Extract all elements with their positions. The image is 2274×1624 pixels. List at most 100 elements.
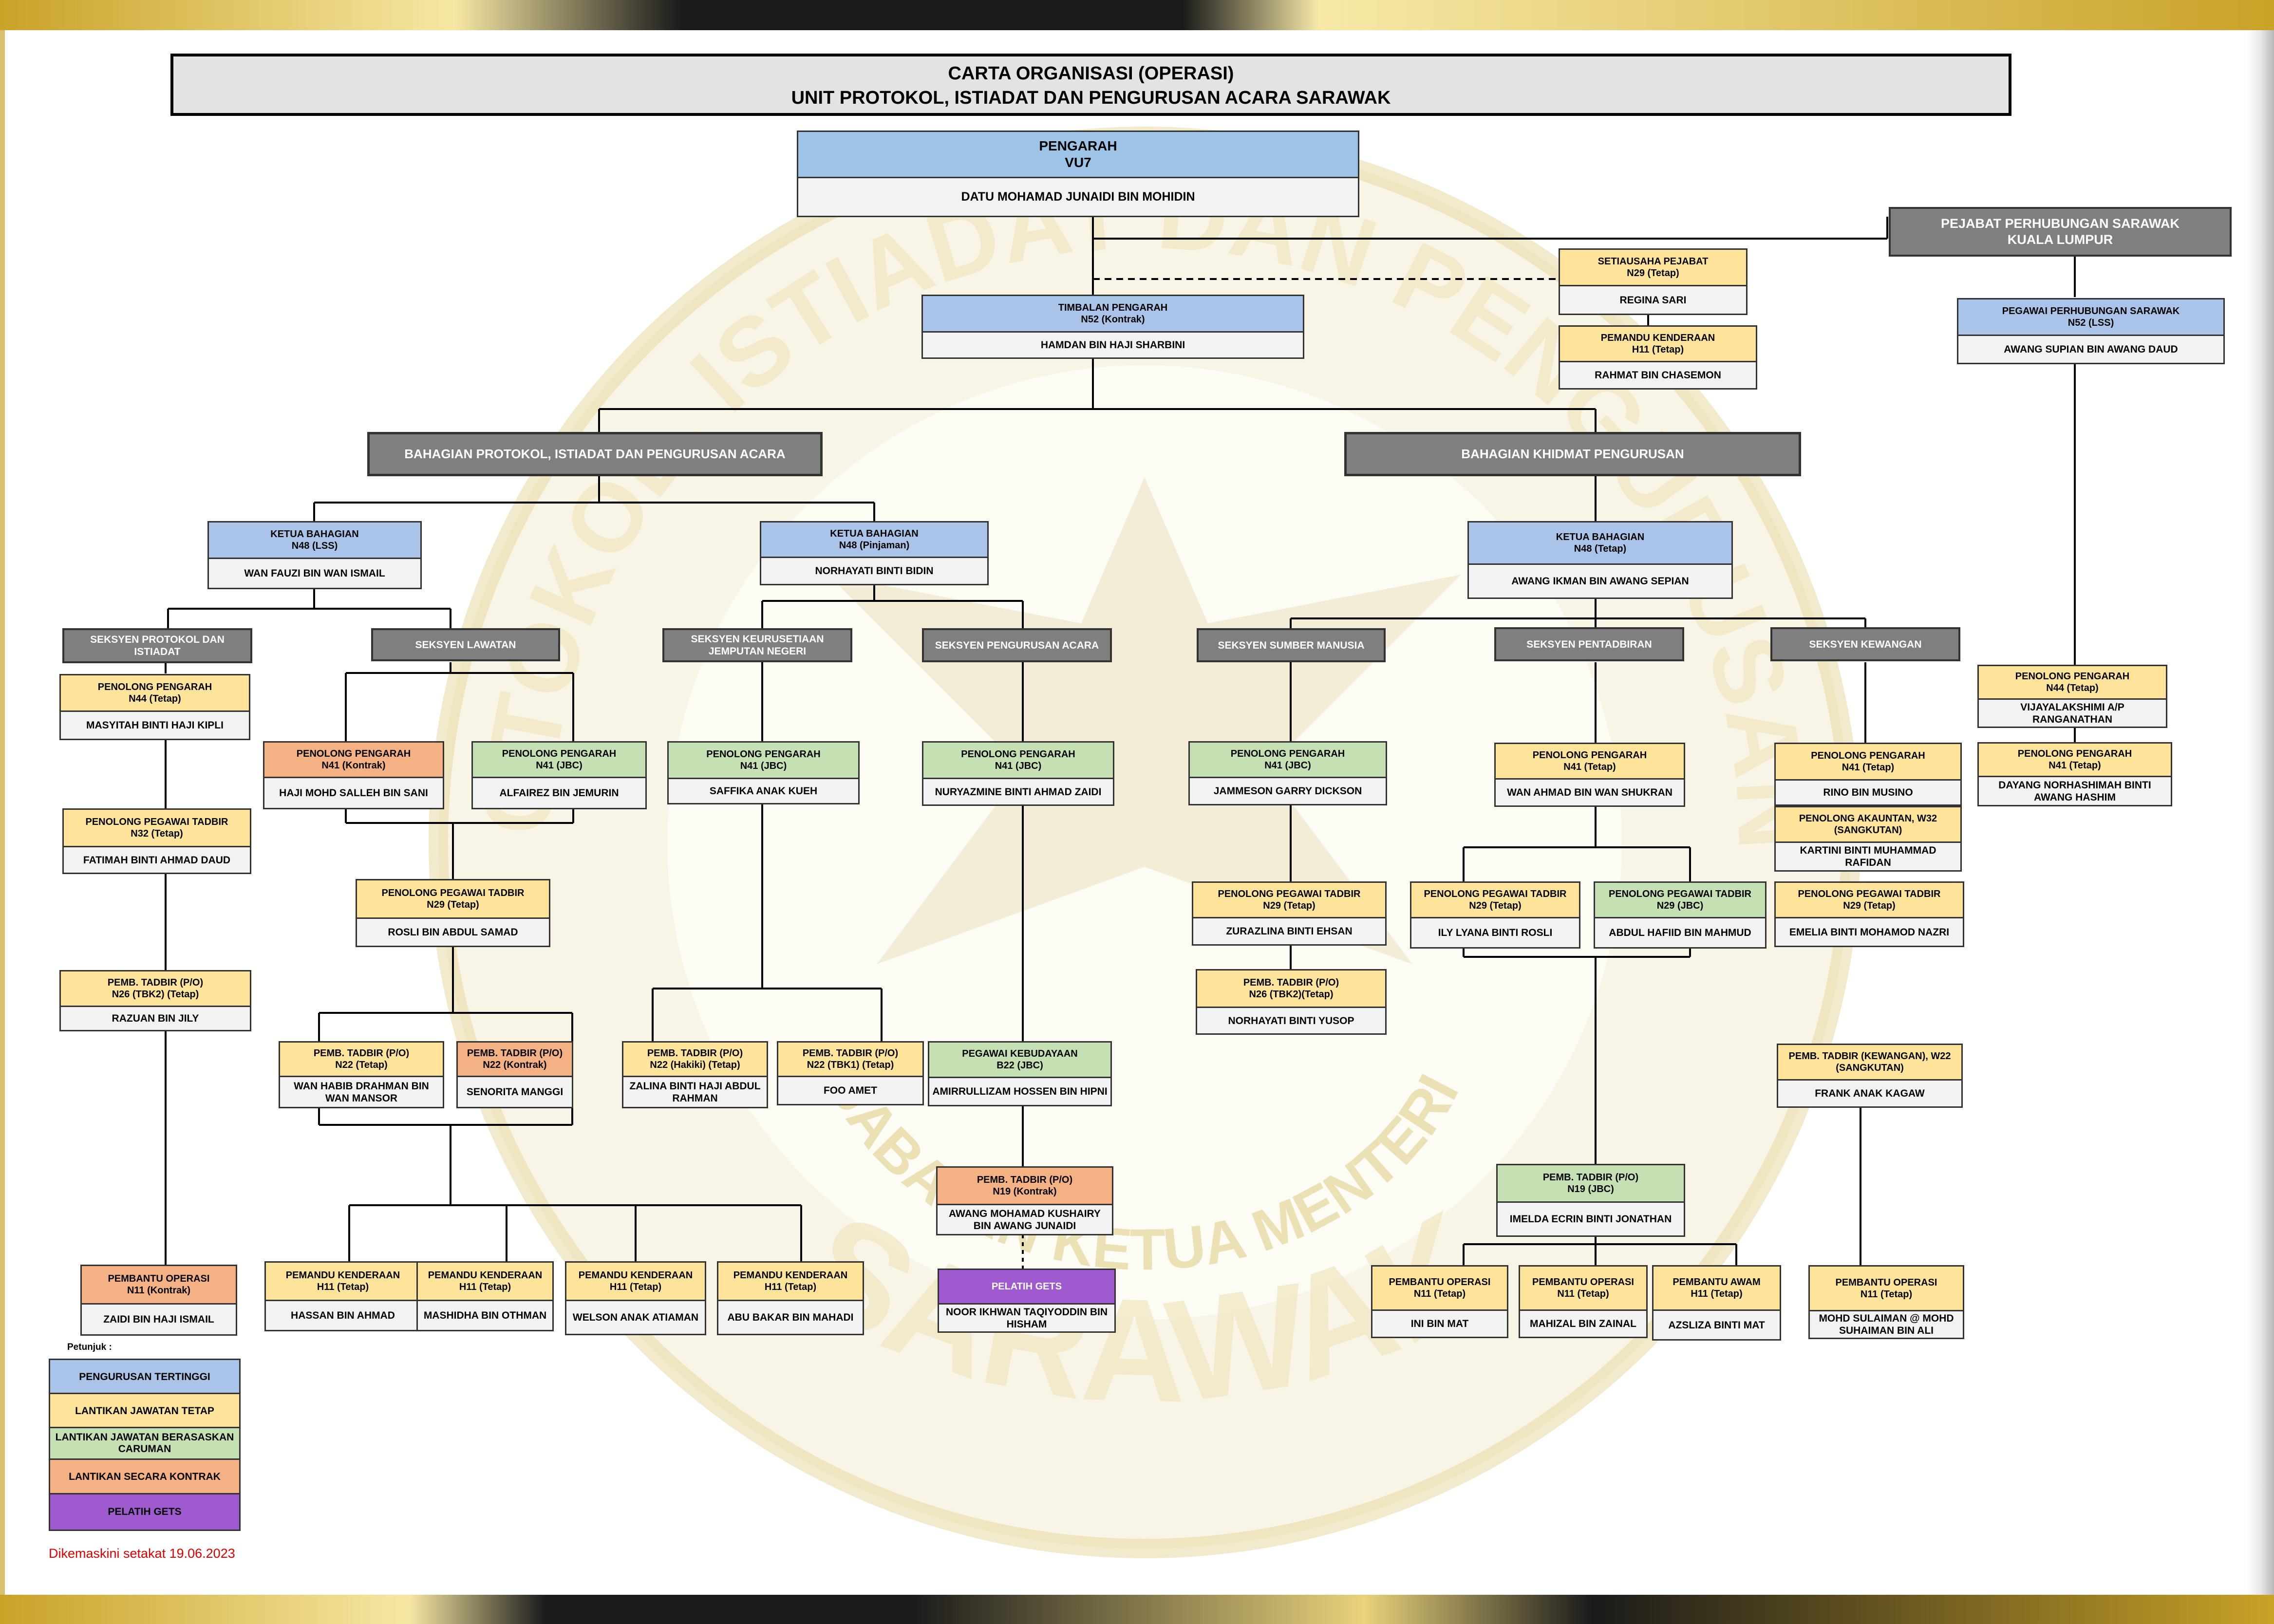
kb3-box: KETUA BAHAGIAN N48 (Tetap) AWANG IKMAN B… [1467, 521, 1733, 599]
staff-title: PENOLONG PEGAWAI TADBIR [381, 888, 525, 898]
pegawai-kl-name: AWANG SUPIAN BIN AWANG DAUD [1958, 336, 2223, 363]
legend-label: Petunjuk : [67, 1342, 112, 1352]
updated-date: Dikemaskini setakat 19.06.2023 [49, 1546, 235, 1561]
staff-name: IMELDA ECRIN BINTI JONATHAN [1498, 1203, 1684, 1235]
staff-title: PEMB. TADBIR (P/O) [802, 1048, 899, 1059]
staff-title: PEMANDU KENDERAAN [578, 1270, 693, 1281]
staff-grade: N22 (Kontrak) [483, 1060, 547, 1070]
section-lawatan: SEKSYEN LAWATAN [371, 628, 560, 661]
staff-grade: N11 (Tetap) [1413, 1288, 1466, 1299]
staff-name: SAFFIKA ANAK KUEH [669, 779, 858, 803]
staff-grade: N22 (Hakiki) (Tetap) [650, 1060, 740, 1070]
section-kewangan: SEKSYEN KEWANGAN [1770, 627, 1960, 661]
timbalan-box: TIMBALAN PENGARAH N52 (Kontrak) HAMDAN B… [921, 295, 1304, 359]
staff-title: PENOLONG AKAUNTAN, W32 [1799, 813, 1937, 824]
staff-name: NORHAYATI BINTI YUSOP [1197, 1008, 1385, 1033]
kb3-grade: N48 (Tetap) [1574, 543, 1627, 554]
staff-grade: H11 (Tetap) [459, 1282, 511, 1292]
staff-title: PEMBANTU OPERASI [1532, 1277, 1634, 1288]
staff-title: PEMB. TADBIR (P/O) [1542, 1172, 1639, 1183]
legend-item-caruman: LANTIKAN JAWATAN BERASASKAN CARUMAN [49, 1427, 241, 1460]
staff-box-d4: PEMB. TADBIR (P/O)N19 (JBC) IMELDA ECRIN … [1496, 1164, 1685, 1237]
staff-name: AWANG MOHAMAD KUSHAIRY BIN AWANG JUNAIDI [938, 1205, 1112, 1234]
staff-grade: N44 (Tetap) [129, 693, 181, 704]
staff-name: EMELIA BINTI MOHAMOD NAZRI [1776, 918, 1963, 946]
staff-grade: N22 (Tetap) [335, 1060, 388, 1070]
staff-grade: N11 (Tetap) [1557, 1288, 1609, 1299]
staff-name: WAN HABIB DRAHMAN BIN WAN MANSOR [280, 1077, 443, 1107]
pemandu-pengarah-grade: H11 (Tetap) [1632, 344, 1684, 355]
timbalan-title: TIMBALAN PENGARAH [1058, 302, 1168, 313]
pengarah-title: PENGARAH [1039, 138, 1117, 153]
staff-title: PEMANDU KENDERAAN [285, 1270, 400, 1281]
pegawai-kl-box: PEGAWAI PERHUBUNGAN SARAWAK N52 (LSS) AW… [1957, 298, 2225, 364]
staff-title: PEMANDU KENDERAAN [428, 1270, 543, 1281]
timbalan-name: HAMDAN BIN HAJI SHARBINI [923, 333, 1303, 357]
staff-title: PEMB. TADBIR (P/O) [107, 977, 204, 988]
staff-grade: N29 (Tetap) [1469, 900, 1522, 911]
staff-title: PENOLONG PEGAWAI TADBIR [85, 817, 228, 827]
staff-name: NURYAZMINE BINTI AHMAD ZAIDI [923, 779, 1113, 804]
frame-right-border [2247, 30, 2274, 1595]
staff-title: PENOLONG PENGARAH [1230, 748, 1345, 759]
staff-name: FATIMAH BINTI AHMAD DAUD [64, 847, 250, 873]
staff-grade: N19 (JBC) [1567, 1184, 1614, 1195]
legend-item-pengurusan: PENGURUSAN TERTINGGI [49, 1359, 241, 1396]
staff-grade: N44 (Tetap) [2046, 683, 2099, 693]
staff-title: PEMBANTU OPERASI [1389, 1277, 1491, 1288]
staff-grade: (SANGKUTAN) [1834, 825, 1902, 836]
staff-name: ABU BAKAR BIN MAHADI [718, 1301, 863, 1334]
staff-title: PENOLONG PENGARAH [97, 682, 212, 692]
staff-name: MAHIZAL BIN ZAINAL [1520, 1311, 1646, 1337]
legend-item-gets: PELATIH GETS [49, 1493, 241, 1531]
staff-title: PENOLONG PENGARAH [1811, 750, 1925, 761]
staff-box-w2: PENOLONG AKAUNTAN, W32(SANGKUTAN)KARTINI… [1774, 806, 1962, 872]
staff-grade: H11 (Tetap) [764, 1282, 817, 1292]
pengarah-grade: VU7 [1065, 155, 1091, 170]
staff-grade: N41 (JBC) [740, 761, 787, 771]
legend-item-kontrak: LANTIKAN SECARA KONTRAK [49, 1458, 241, 1495]
staff-grade: N26 (TBK2)(Tetap) [1249, 989, 1334, 1000]
staff-name: MOHD SULAIMAN @ MOHD SUHAIMAN BIN ALI [1810, 1311, 1963, 1338]
staff-title: PENOLONG PENGARAH [961, 749, 1075, 760]
staff-name: SENORITA MANGGI [458, 1077, 572, 1107]
pejabat-kl-header: PEJABAT PERHUBUNGAN SARAWAK KUALA LUMPUR [1889, 207, 2232, 257]
staff-grade: N41 (Tetap) [1563, 762, 1616, 772]
kb3-title: KETUA BAHAGIAN [1556, 532, 1645, 542]
staff-title: PEMB. TADBIR (P/O) [467, 1048, 563, 1059]
staff-title: PENOLONG PENGARAH [706, 749, 821, 760]
kb2-title: KETUA BAHAGIAN [830, 528, 919, 539]
staff-box-l5: PEMB. TADBIR (P/O)N22 (Kontrak) SENORITA … [456, 1041, 573, 1108]
staff-name: ZAIDI BIN HAJI ISMAIL [82, 1305, 236, 1334]
staff-grade: (SANGKUTAN) [1836, 1063, 1904, 1073]
kb2-box: KETUA BAHAGIAN N48 (Pinjaman) NORHAYATI … [760, 521, 989, 585]
staff-name: WELSON ANAK ATIAMAN [566, 1301, 705, 1334]
kb1-title: KETUA BAHAGIAN [270, 529, 359, 540]
staff-grade: N41 (JBC) [995, 761, 1042, 771]
pemandu-pengarah-name: RAHMAT BIN CHASEMON [1560, 362, 1756, 388]
setiausaha-title: SETIAUSAHA PEJABAT [1597, 256, 1709, 267]
staff-name: AZSLIZA BINTI MAT [1654, 1311, 1780, 1339]
frame-bottom-border [0, 1595, 2274, 1624]
bahagian-khidmat-header: BAHAGIAN KHIDMAT PENGURUSAN [1344, 432, 1801, 476]
staff-title: PENOLONG PEGAWAI TADBIR [1424, 889, 1567, 899]
pemandu-pengarah-box: PEMANDU KENDERAAN H11 (Tetap) RAHMAT BIN… [1559, 325, 1757, 390]
staff-box-w4: PEMB. TADBIR (KEWANGAN), W22(SANGKUTAN)F… [1777, 1044, 1963, 1108]
